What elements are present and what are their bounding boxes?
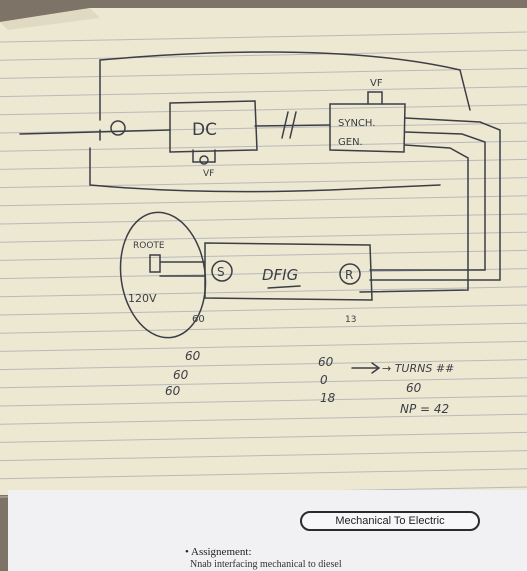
stator-circle — [211, 260, 233, 282]
ruled-line — [0, 431, 527, 443]
col3-row2: NP = 42 — [400, 402, 449, 416]
source-voltage: 120V — [128, 292, 157, 305]
source-symbol — [110, 120, 126, 136]
ruled-line — [0, 468, 527, 480]
page-shadow — [0, 8, 100, 30]
col1-row2: 60 — [173, 368, 189, 382]
stator-value: 60 — [192, 314, 205, 325]
ruled-line — [0, 86, 527, 98]
gen-label-line2: GEN. — [338, 137, 363, 148]
ruled-line — [0, 322, 527, 334]
ruled-line — [0, 231, 527, 243]
ruled-line — [0, 122, 527, 134]
source-connector — [149, 254, 206, 277]
col2-row2: 0 — [320, 373, 328, 387]
ruled-line — [0, 249, 527, 261]
dc-label: DC — [192, 120, 217, 140]
ruled-line — [0, 395, 527, 407]
ruled-line — [0, 340, 527, 352]
gen-block — [329, 103, 406, 153]
dc-control-symbol — [199, 155, 209, 165]
ruled-line — [0, 213, 527, 225]
ruled-line — [0, 286, 527, 298]
col1-row3: 60 — [165, 384, 181, 398]
col3-row1: 60 — [406, 381, 422, 395]
col1-row1: 60 — [185, 349, 201, 363]
ruled-line — [0, 31, 527, 43]
coupling-mark-2 — [289, 111, 297, 139]
rotor-value: 13 — [345, 315, 356, 325]
ruled-line — [0, 49, 527, 61]
notebook-page — [0, 8, 527, 495]
dc-block — [169, 100, 258, 153]
rotor-label: R — [345, 268, 353, 282]
input-wire — [19, 129, 171, 135]
assignment-bullet: • Assignement: — [185, 546, 252, 558]
source-label: ROOTE — [133, 241, 165, 251]
ruled-line — [0, 177, 527, 189]
source-oval — [119, 211, 207, 339]
outer-wire — [99, 51, 471, 121]
mechanical-to-electric-tab: Mechanical To Electric — [300, 511, 480, 531]
ruled-line — [0, 140, 527, 152]
dc-control-label: VF — [203, 169, 214, 179]
ruled-line — [0, 158, 527, 170]
stator-label: S — [217, 265, 225, 279]
ruled-line — [0, 413, 527, 425]
turns-note: → TURNS ## — [382, 362, 454, 375]
circuit-sketch — [19, 51, 501, 374]
arrow-head — [371, 362, 381, 374]
col2-row3: 18 — [320, 391, 336, 405]
dfig-underline — [267, 285, 301, 289]
dc-control-wire — [192, 149, 216, 163]
inner-wire — [89, 147, 441, 193]
assignment-text: Nnab interfacing mechanical to diesel — [190, 559, 342, 570]
ruled-lines — [0, 31, 527, 498]
ruled-line — [0, 359, 527, 371]
gen-top-label: VF — [370, 78, 383, 89]
dfig-label: DFIG — [262, 266, 298, 284]
gen-label-line1: SYNCH. — [338, 118, 375, 129]
ruled-line — [0, 377, 527, 389]
gen-top-terminal — [367, 91, 383, 105]
coupling-mark-1 — [281, 111, 289, 139]
ruled-line — [0, 450, 527, 462]
right-wire-1 — [369, 117, 501, 281]
ruled-line — [0, 195, 527, 207]
ruled-line — [0, 67, 527, 79]
assignment-label: Assignement: — [191, 546, 252, 558]
right-wire-3 — [359, 144, 469, 293]
right-wire-2 — [369, 131, 486, 271]
ruled-line — [0, 304, 527, 316]
rotor-circle — [339, 263, 361, 285]
col2-row1: 60 — [318, 355, 334, 369]
ruled-line — [0, 104, 527, 116]
